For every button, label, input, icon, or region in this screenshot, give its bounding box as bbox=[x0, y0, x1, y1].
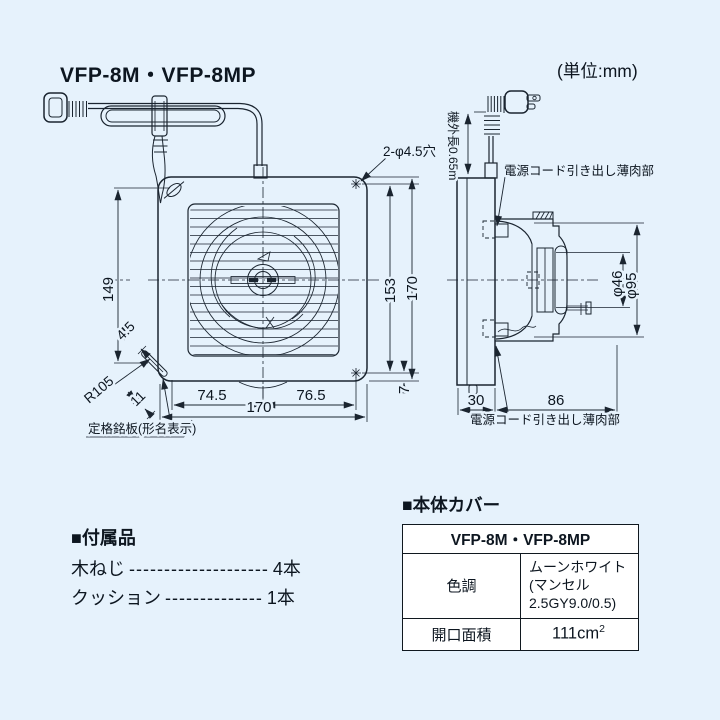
cord-outlet-bottom-leader bbox=[494, 345, 509, 413]
cord-knockout-bottom bbox=[482, 319, 496, 338]
dim-86: 86 bbox=[548, 392, 565, 409]
power-cord-front bbox=[43, 92, 268, 204]
dim-76-5: 76.5 bbox=[296, 387, 325, 404]
opening-area-label: 開口面積 bbox=[402, 617, 521, 651]
accessory-item-cushion: クッション--------------1本 bbox=[71, 584, 301, 613]
cover-table-model-header: VFP-8M・VFP-8MP bbox=[402, 524, 639, 554]
cover-table-heading: ■本体カバー bbox=[402, 495, 501, 515]
accessory-name: クッション bbox=[71, 588, 161, 608]
dim-153: 153 bbox=[382, 278, 399, 303]
dim-dia-95: φ95 bbox=[623, 273, 640, 299]
side-dimensions: 機外長0.65m φ46 φ95 30 86 bbox=[444, 109, 644, 415]
dim-170-width: 170 bbox=[246, 399, 271, 416]
mount-hole-bottom-right bbox=[351, 368, 361, 378]
accessory-item-screws: 木ねじ--------------------4本 bbox=[71, 555, 301, 584]
mount-hole-top-right bbox=[351, 179, 361, 189]
hole-note: 2-φ4.5穴 bbox=[383, 144, 436, 159]
dim-74-5: 74.5 bbox=[197, 387, 226, 404]
color-tone-value: ムーンホワイト bbox=[529, 559, 627, 575]
accessory-qty: 4本 bbox=[272, 559, 301, 579]
dim-170-height: 170 bbox=[404, 276, 421, 301]
rating-nameplate bbox=[141, 350, 168, 377]
front-panel bbox=[157, 176, 368, 382]
unit-note: (単位:mm) bbox=[557, 61, 638, 81]
color-tone-cell: ムーンホワイト (マンセル2.5GY9.0/0.5) bbox=[520, 553, 639, 619]
page-title: VFP-8M・VFP-8MP bbox=[60, 64, 257, 87]
dim-149: 149 bbox=[100, 277, 117, 302]
accessories-heading: ■付属品 bbox=[71, 528, 136, 548]
accessory-qty: 1本 bbox=[266, 588, 295, 608]
power-cord-side bbox=[484, 90, 541, 179]
front-view-drawing: 149 4.5 R105 11 74.5 76.5 170 bbox=[43, 92, 439, 439]
dotted-leader: -------------- bbox=[165, 588, 263, 608]
front-dimensions: 149 4.5 R105 11 74.5 76.5 170 bbox=[78, 176, 424, 422]
nameplate-note-leader bbox=[161, 378, 171, 420]
cord-outlet-note-top: 電源コード引き出し薄肉部 bbox=[504, 163, 654, 178]
dim-11: 11 bbox=[127, 387, 149, 409]
corner-screw-icon bbox=[163, 181, 185, 199]
cover-spec-section: ■本体カバー VFP-8M・VFP-8MP 色調 ムーンホワイト (マンセル2.… bbox=[402, 492, 639, 651]
hole-note-leader bbox=[360, 157, 387, 182]
color-tone-label: 色調 bbox=[402, 553, 521, 619]
side-cover bbox=[456, 177, 496, 395]
side-motor-body bbox=[494, 211, 592, 342]
dim-dia-46: φ46 bbox=[609, 271, 626, 297]
dim-r105: R105 bbox=[81, 372, 117, 406]
dim-30: 30 bbox=[468, 392, 485, 409]
opening-area-cell: 111cm2 bbox=[520, 617, 639, 651]
opening-area-sup: 2 bbox=[599, 622, 605, 635]
opening-area-value: 111cm bbox=[552, 624, 600, 643]
dim-7: 7 bbox=[396, 386, 413, 394]
cord-outlet-top-leader bbox=[495, 176, 506, 227]
dotted-leader: -------------------- bbox=[129, 559, 269, 579]
nameplate-note: 定格銘板(形名表示) bbox=[88, 421, 196, 436]
accessories-section: ■付属品 木ねじ--------------------4本 クッション----… bbox=[71, 524, 301, 613]
accessory-name: 木ねじ bbox=[71, 559, 125, 579]
dim-cord-length: 機外長0.65m bbox=[446, 111, 461, 180]
cord-knockout-top bbox=[482, 220, 496, 239]
cord-outlet-note-bottom: 電源コード引き出し薄肉部 bbox=[470, 412, 620, 427]
nameplate-note-underline bbox=[86, 419, 193, 438]
cover-spec-table: VFP-8M・VFP-8MP 色調 ムーンホワイト (マンセル2.5GY9.0/… bbox=[402, 524, 639, 651]
color-tone-munsell: (マンセル2.5GY9.0/0.5) bbox=[529, 577, 617, 612]
side-view-drawing: 機外長0.65m φ46 φ95 30 86 電源コード引き出し薄肉部 電源コー… bbox=[444, 90, 657, 430]
dim-4-5: 4.5 bbox=[113, 318, 138, 343]
